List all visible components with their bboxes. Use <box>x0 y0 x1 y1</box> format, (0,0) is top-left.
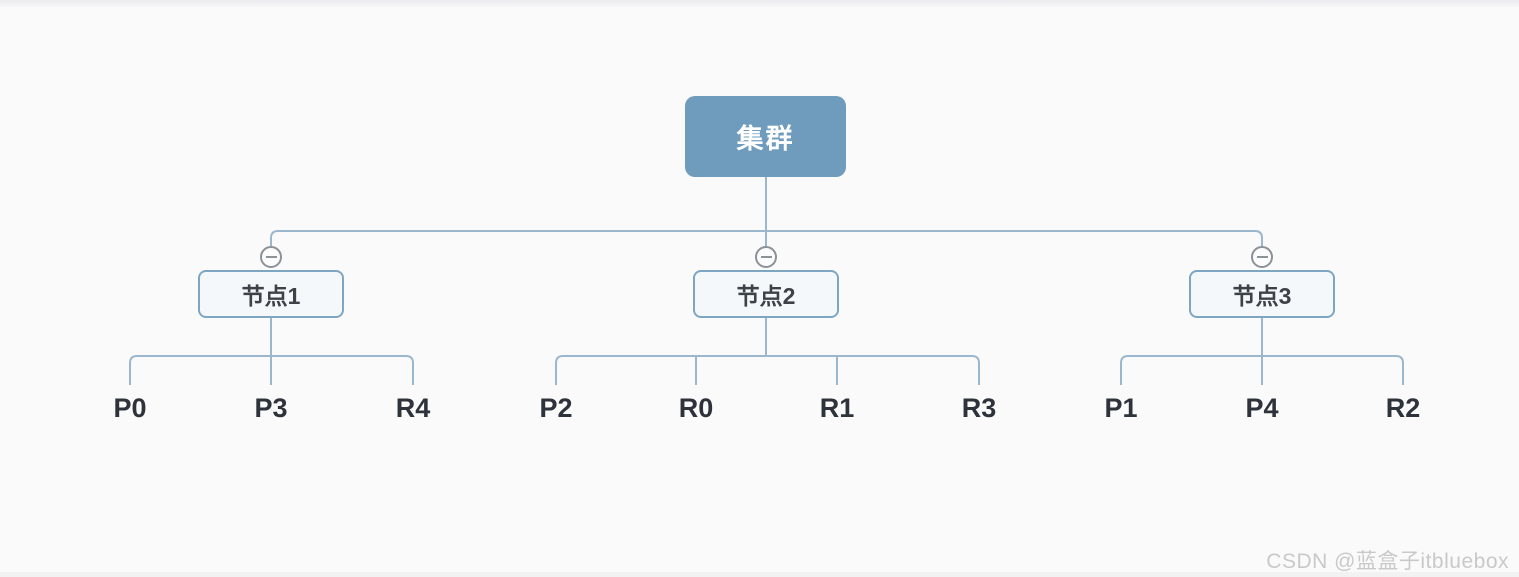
root-node[interactable]: 集群 <box>685 96 846 177</box>
node2-children-connector <box>555 317 980 385</box>
leaf-label[interactable]: R1 <box>819 393 855 423</box>
minus-icon <box>265 256 277 258</box>
node-box-3[interactable]: 节点3 <box>1189 270 1335 318</box>
node-label: 节点1 <box>241 283 301 309</box>
watermark: CSDN @蓝盒子itbluebox <box>1266 550 1509 573</box>
leaf-label[interactable]: P2 <box>539 393 573 423</box>
root-node-label: 集群 <box>736 124 795 154</box>
leaf-label[interactable]: R2 <box>1385 393 1421 423</box>
leaf-label[interactable]: P1 <box>1104 393 1138 423</box>
minus-icon <box>1256 256 1268 258</box>
collapse-minus-icon[interactable] <box>755 246 777 268</box>
node-label: 节点2 <box>736 283 796 309</box>
node3-children-connector <box>1120 317 1404 385</box>
leaf-label[interactable]: R3 <box>961 393 997 423</box>
node-box-2[interactable]: 节点2 <box>693 270 839 318</box>
leaf-label[interactable]: R0 <box>678 393 714 423</box>
root-connector <box>270 177 1263 246</box>
collapse-minus-icon[interactable] <box>1251 246 1273 268</box>
bottom-edge-strip <box>0 572 1519 577</box>
leaf-label[interactable]: P4 <box>1245 393 1279 423</box>
node-box-1[interactable]: 节点1 <box>198 270 344 318</box>
node-label: 节点3 <box>1232 283 1292 309</box>
node1-children-connector <box>129 317 414 385</box>
minus-icon <box>760 256 772 258</box>
leaf-label[interactable]: P0 <box>113 393 147 423</box>
leaf-label[interactable]: P3 <box>254 393 288 423</box>
leaf-label[interactable]: R4 <box>395 393 431 423</box>
top-edge-strip <box>0 0 1519 7</box>
collapse-minus-icon[interactable] <box>260 246 282 268</box>
